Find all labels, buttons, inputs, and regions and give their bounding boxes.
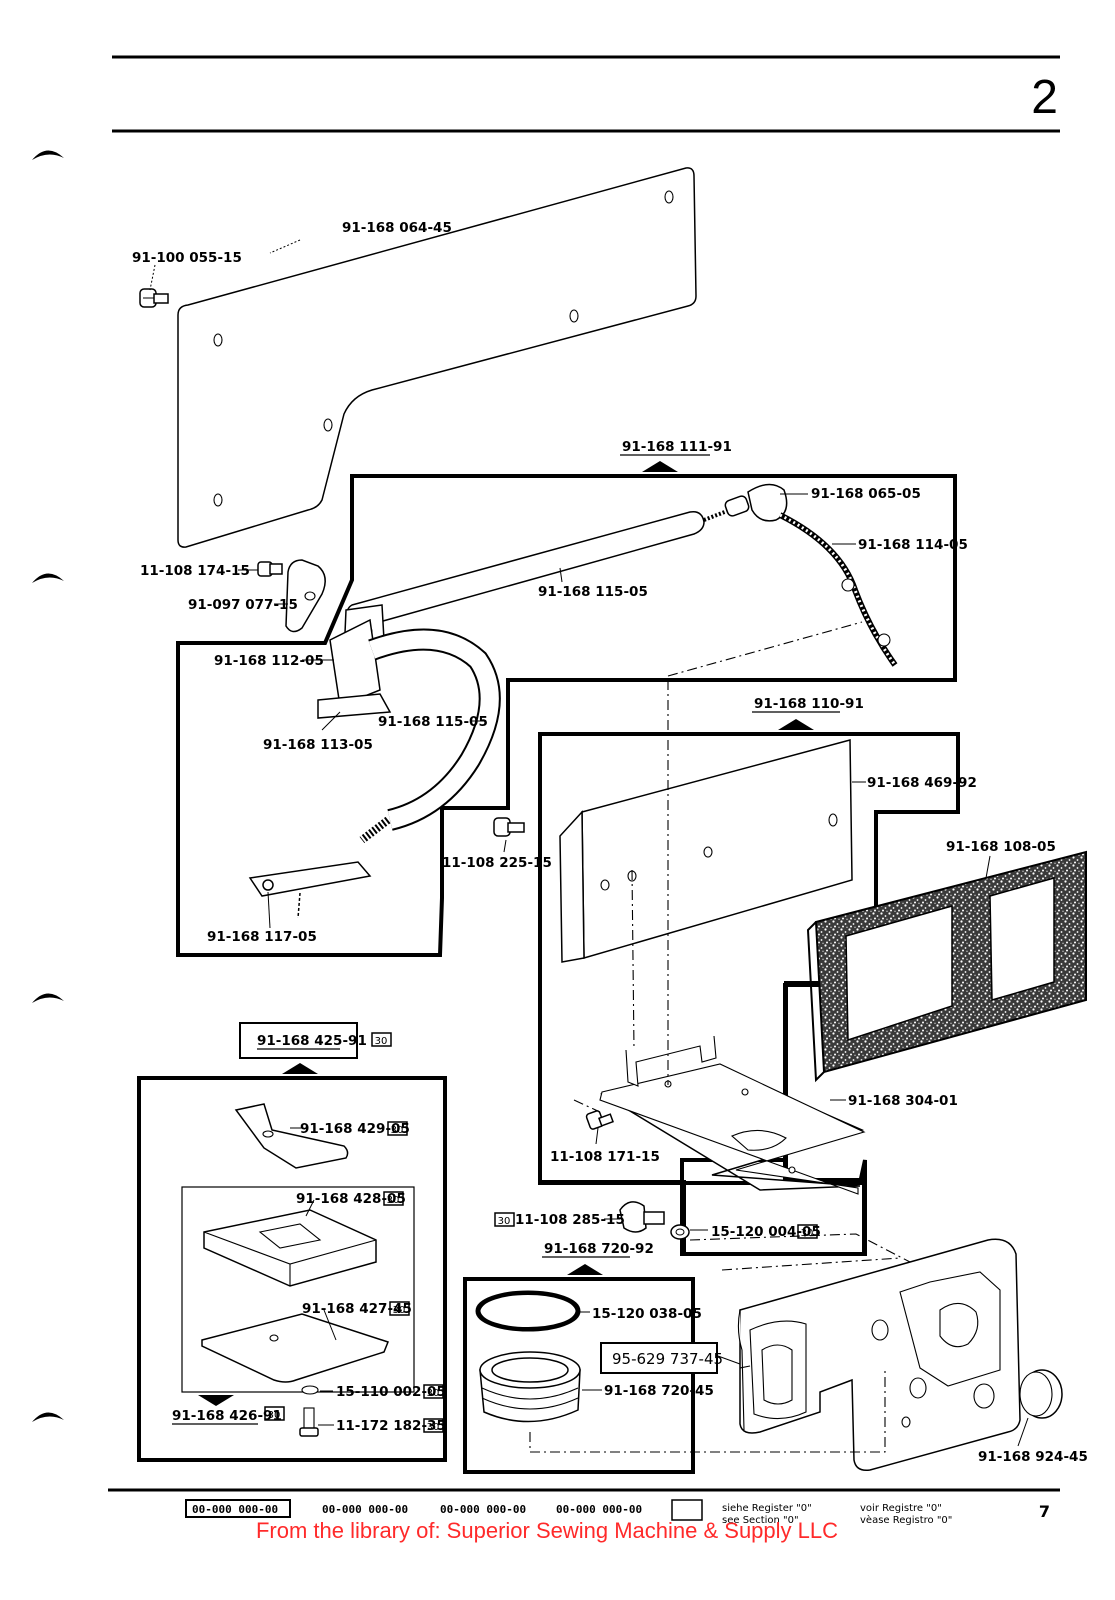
assembly-110-label: 91-168 110-91	[754, 696, 864, 712]
badge-30: 30	[427, 1422, 440, 1433]
screw-225-part	[493, 817, 525, 837]
washer-screw-part	[299, 1385, 319, 1437]
label-064: 91-168 064-45	[342, 220, 452, 236]
label-055: 91-100 055-15	[132, 250, 242, 266]
clamp-part	[317, 604, 392, 719]
screw-285-part	[619, 1201, 690, 1240]
assembly-720-frame	[463, 1256, 695, 1474]
assembly-425-label: 91-168 425-91	[257, 1033, 367, 1049]
label-304: 91-168 304-01	[848, 1093, 958, 1109]
footer-code: 00-000 000-00	[192, 1503, 278, 1516]
label-038: 15-120 038-05	[592, 1306, 702, 1322]
label-924: 91-168 924-45	[978, 1449, 1088, 1465]
label-427: 91-168 427-45	[302, 1301, 412, 1317]
label-leaders	[238, 493, 1029, 1447]
page-footer: 00-000 000-00 00-000 000-00 00-000 000-0…	[108, 1488, 1060, 1543]
footer-code: 00-000 000-00	[556, 1503, 642, 1516]
gasket-part	[806, 850, 1087, 1083]
label-117: 91-168 117-05	[207, 929, 317, 945]
assembly-720-label: 91-168 720-92	[544, 1241, 654, 1257]
label-174: 11-108 174-15	[140, 563, 250, 579]
label-285: 11-108 285-15	[515, 1212, 625, 1228]
badge-30: 30	[268, 1410, 281, 1421]
label-182: 11-172 182-35	[336, 1418, 446, 1434]
label-113: 91-168 113-05	[263, 737, 373, 753]
footer-code: 00-000 000-00	[440, 1503, 526, 1516]
label-115a: 91-168 115-05	[538, 584, 648, 600]
label-108: 91-168 108-05	[946, 839, 1056, 855]
section-number: 2	[1031, 71, 1058, 124]
label-171: 11-108 171-15	[550, 1149, 660, 1165]
badge-30: 30	[387, 1195, 400, 1206]
badge-30: 30	[375, 1036, 388, 1047]
label-720: 91-168 720-45	[604, 1383, 714, 1399]
footer-code: 00-000 000-00	[322, 1503, 408, 1516]
leaders-top	[149, 239, 301, 291]
page-number: 7	[1039, 1502, 1050, 1521]
clip-429-part	[234, 1103, 349, 1169]
badge-30: 30	[498, 1216, 511, 1227]
footer-ref-en: see Section "0"	[722, 1515, 799, 1526]
block-428-part	[203, 1209, 377, 1287]
footer-ref-it: vèase Registro "0"	[860, 1514, 952, 1526]
binder-marks	[32, 150, 64, 1422]
label-114: 91-168 114-05	[858, 537, 968, 553]
assembly-425-frame	[137, 1022, 447, 1462]
footer-ref-de: siehe Register "0"	[722, 1503, 812, 1514]
assembly-111-label: 91-168 111-91	[622, 439, 732, 455]
label-004: 15-120 004-05	[711, 1224, 821, 1240]
base-plate-part	[599, 1035, 866, 1195]
assembly-labels: 91-168 111-91 91-168 110-91 91-168 425-9…	[172, 439, 864, 1425]
cap-part	[1019, 1369, 1063, 1419]
badge-30: 30	[393, 1305, 406, 1316]
screw-part	[139, 288, 169, 308]
part-labels: 91-168 064-45 91-100 055-15 91-168 065-0…	[132, 220, 1088, 1465]
machine-arm-part	[737, 1238, 1021, 1472]
label-077: 91-097 077-15	[188, 597, 298, 613]
curved-rod-part	[248, 628, 501, 919]
badge-30: 30	[427, 1388, 440, 1399]
plate-427-part	[201, 1313, 389, 1383]
housing-720-part	[479, 1351, 581, 1423]
ref-badges: 30 30 30 30 30 30 30 30 30	[264, 1032, 818, 1433]
assembly-629-label: 95-629 737-45	[612, 1350, 723, 1368]
footer-ref-fr: voir Registre "0"	[860, 1503, 942, 1514]
label-429: 91-168 429-05	[300, 1121, 410, 1137]
label-065: 91-168 065-05	[811, 486, 921, 502]
page-header: 2	[112, 55, 1060, 133]
label-112: 91-168 112-05	[214, 653, 324, 669]
label-115b: 91-168 115-05	[378, 714, 488, 730]
bracket-part	[257, 559, 326, 633]
heating-rod-part	[345, 483, 898, 667]
insulation-panel-part	[559, 739, 853, 963]
assembly-lines	[529, 621, 911, 1453]
label-002: 15-110 002-05	[336, 1384, 446, 1400]
badge-30: 30	[391, 1125, 404, 1136]
assembly-111-frame	[176, 454, 957, 957]
label-469: 91-168 469-92	[867, 775, 977, 791]
assembly-426-label: 91-168 426-91	[172, 1408, 282, 1424]
cover-plate-part	[177, 167, 697, 548]
badge-30: 30	[801, 1228, 814, 1239]
library-watermark: From the library of: Superior Sewing Mac…	[256, 1518, 838, 1543]
label-225: 11-108 225-15	[442, 855, 552, 871]
label-428: 91-168 428-05	[296, 1191, 406, 1207]
ring-part	[475, 1290, 581, 1332]
screw-171-part	[585, 1110, 614, 1130]
